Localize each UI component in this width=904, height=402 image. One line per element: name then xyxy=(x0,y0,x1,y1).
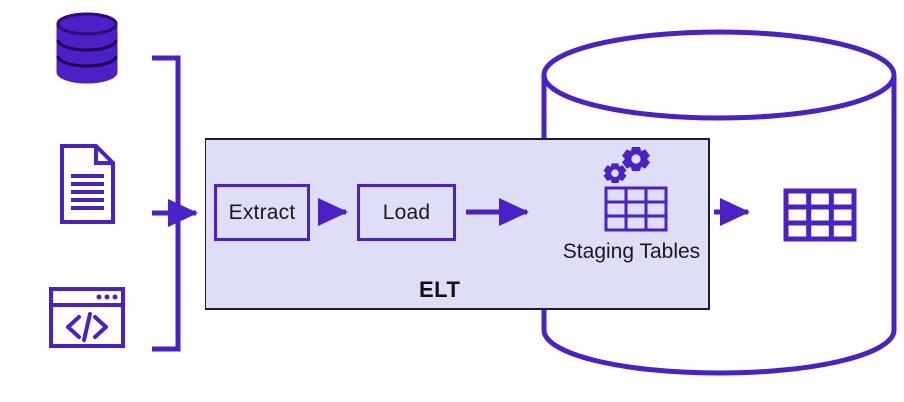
table-grid-icon xyxy=(604,186,668,232)
load-step-label: Load xyxy=(382,200,431,224)
table-grid-icon xyxy=(783,188,857,242)
database-cylinder-icon xyxy=(56,12,118,84)
code-browser-window-icon xyxy=(49,287,125,348)
staging-tables-label: Staging Tables xyxy=(562,240,701,263)
extract-step-box[interactable]: Extract xyxy=(214,184,310,241)
elt-panel-label: ELT xyxy=(419,277,461,302)
output-table-icon-layer xyxy=(783,188,857,242)
extract-step-label: Extract xyxy=(228,200,296,224)
gears-icon xyxy=(603,147,650,184)
load-step-box[interactable]: Load xyxy=(357,184,456,241)
document-file-icon xyxy=(60,144,115,224)
staging-icons-layer xyxy=(603,147,668,232)
source-bracket-connector xyxy=(152,55,199,352)
